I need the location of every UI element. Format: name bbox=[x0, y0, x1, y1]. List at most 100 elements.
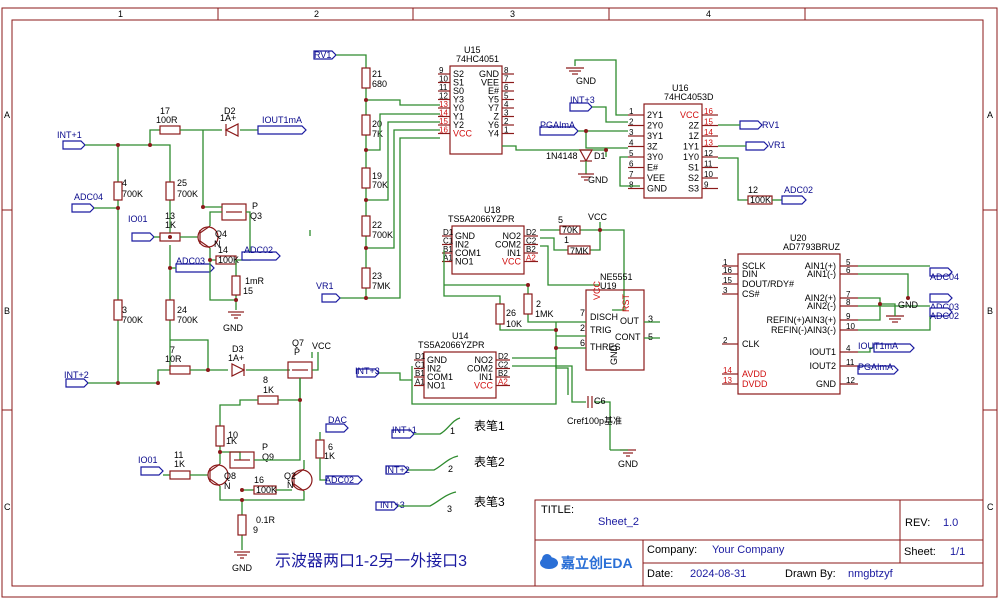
u18-pin-name: COM1 bbox=[455, 248, 481, 258]
port-int3-probe[interactable] bbox=[375, 501, 399, 511]
q8-ref: Q8 bbox=[224, 471, 236, 481]
u20-pin-number: 5 bbox=[846, 258, 851, 267]
u16-pin-name: 2Z bbox=[688, 121, 699, 131]
port-adc03-right-label: ADC03 bbox=[930, 302, 959, 312]
resistor-r24 bbox=[165, 299, 175, 321]
probe-n2: 2 bbox=[448, 464, 453, 474]
frame-col-2: 2 bbox=[314, 9, 319, 19]
port-io01-top[interactable] bbox=[131, 232, 155, 242]
port-pgaima-right-label: PGAImA bbox=[858, 362, 893, 372]
u16-pin-name: VCC bbox=[680, 110, 700, 120]
u15-pin-name: Y5 bbox=[488, 95, 499, 105]
u20-pin-name: AIN2(-) bbox=[807, 301, 836, 311]
port-pgaima-u16[interactable] bbox=[539, 126, 579, 136]
q9-val: P bbox=[262, 442, 268, 452]
port-int3-u14[interactable] bbox=[356, 368, 380, 378]
port-int3-u16[interactable] bbox=[569, 102, 593, 112]
u14-pin-name: IN2 bbox=[427, 364, 441, 374]
u20-pin-name: SCLK bbox=[742, 261, 766, 271]
u18-pin-name: VCC bbox=[502, 257, 522, 267]
port-int2-left[interactable] bbox=[65, 378, 89, 388]
u18-pin-number: C2 bbox=[526, 237, 537, 246]
port-dac-label: DAC bbox=[328, 415, 348, 425]
resistor-r4 bbox=[113, 181, 123, 201]
port-iout1ma-right[interactable] bbox=[873, 343, 915, 353]
u18-pin-name: COM2 bbox=[495, 240, 521, 250]
d2-ref: D2 bbox=[224, 106, 236, 116]
port-adc02-left[interactable] bbox=[241, 251, 281, 261]
port-rv1-right-label: RV1 bbox=[762, 120, 779, 130]
q7-val: P bbox=[294, 347, 300, 357]
u19-thres: THRES bbox=[590, 342, 621, 352]
u20-pin-number: 8 bbox=[846, 298, 851, 307]
u15-pin-number: 16 bbox=[439, 126, 448, 135]
u15-pin-number: 14 bbox=[439, 109, 448, 118]
u20-pin-number: 7 bbox=[846, 290, 851, 299]
probe-n3: 3 bbox=[447, 504, 452, 514]
port-pgaima-right[interactable] bbox=[857, 365, 899, 375]
port-adc03-right[interactable] bbox=[929, 293, 953, 303]
u14-pin-number: C1 bbox=[415, 361, 426, 370]
u14-pin-name: NO2 bbox=[474, 355, 493, 365]
port-adc02-right[interactable] bbox=[929, 307, 953, 317]
port-adc03-left[interactable] bbox=[175, 263, 215, 273]
resistor-r26 bbox=[495, 303, 505, 325]
u20-pin-number: 16 bbox=[723, 266, 732, 275]
date-value: 2024-08-31 bbox=[690, 568, 746, 580]
frame-row-a-right: A bbox=[987, 110, 993, 120]
logo-cloud-icon bbox=[540, 554, 558, 569]
r17-ref: 17 bbox=[160, 106, 170, 116]
resistor-r6 bbox=[315, 439, 325, 459]
u20-pin-name: CLK bbox=[742, 339, 760, 349]
transistor-q3 bbox=[221, 203, 247, 221]
port-adc04-left[interactable] bbox=[71, 203, 95, 213]
int2-branch: INT+2 7 10R D3 1A+ Q7 P VCC 8 1K 10 1K P bbox=[64, 338, 363, 573]
logo-text: 嘉立创EDA bbox=[560, 555, 633, 571]
port-adc04-right[interactable] bbox=[929, 267, 953, 277]
port-rv1-left[interactable] bbox=[313, 50, 337, 60]
u20-pin-number: 3 bbox=[723, 286, 728, 295]
u16-pin-number: 5 bbox=[629, 149, 634, 158]
port-int1-top[interactable] bbox=[62, 140, 86, 150]
port-int1-probe[interactable] bbox=[391, 429, 415, 439]
title-value: Sheet_2 bbox=[598, 516, 639, 528]
port-adc02-bottom[interactable] bbox=[325, 475, 363, 485]
diode-d2 bbox=[224, 123, 239, 137]
int1-branch: INT+1 17 100R D2 1A+ IOUT1mA 4 700K 25 7… bbox=[57, 106, 307, 383]
u14-pin-number: C2 bbox=[498, 361, 509, 370]
ic-u16: U16 74HC4053D 2Y112Y023Y133Z43Y05E#6VEE7… bbox=[539, 59, 813, 205]
port-adc02-u16[interactable] bbox=[781, 195, 807, 205]
port-adc04-left-label: ADC04 bbox=[74, 192, 103, 202]
port-vr1-left[interactable] bbox=[321, 293, 341, 303]
u20-pin-number: 15 bbox=[723, 276, 732, 285]
r25-val: 700K bbox=[177, 189, 198, 199]
q9-ref: Q9 bbox=[262, 452, 274, 462]
r5-ref: 5 bbox=[558, 215, 563, 225]
port-io01-bottom[interactable] bbox=[140, 466, 164, 476]
q2-val: N bbox=[287, 480, 294, 490]
u15-pin-name: S0 bbox=[453, 86, 464, 96]
gnd-symbol-2 bbox=[234, 551, 250, 559]
u16-pin-name: 3Z bbox=[647, 142, 658, 152]
u20-pin-number: 12 bbox=[846, 376, 855, 385]
port-iout1ma-top[interactable] bbox=[257, 125, 307, 135]
u20-pin-name: AIN2(+) bbox=[805, 293, 836, 303]
port-int2-probe[interactable] bbox=[385, 465, 409, 475]
r13-val: 1K bbox=[165, 220, 176, 230]
port-adc02-left-label: ADC02 bbox=[244, 245, 273, 255]
resistor-r1 bbox=[567, 245, 591, 255]
resistor-r17 bbox=[159, 125, 181, 135]
resistor-r25 bbox=[165, 181, 175, 201]
u16-pin-name: 1Y0 bbox=[683, 152, 699, 162]
r16-ref: 16 bbox=[254, 475, 264, 485]
r7-val: 10R bbox=[165, 354, 182, 364]
port-rv1-right[interactable] bbox=[739, 120, 763, 130]
port-vr1-right[interactable] bbox=[745, 141, 769, 151]
company-label: Company: bbox=[647, 544, 697, 556]
frame-row-a: A bbox=[4, 110, 10, 120]
u14-pin-number: A2 bbox=[498, 378, 508, 387]
u20-pin-name: AIN1(-) bbox=[807, 269, 836, 279]
port-dac[interactable] bbox=[325, 423, 349, 433]
r21-val: 680 bbox=[372, 79, 387, 89]
u20-pin-number: 10 bbox=[846, 322, 855, 331]
